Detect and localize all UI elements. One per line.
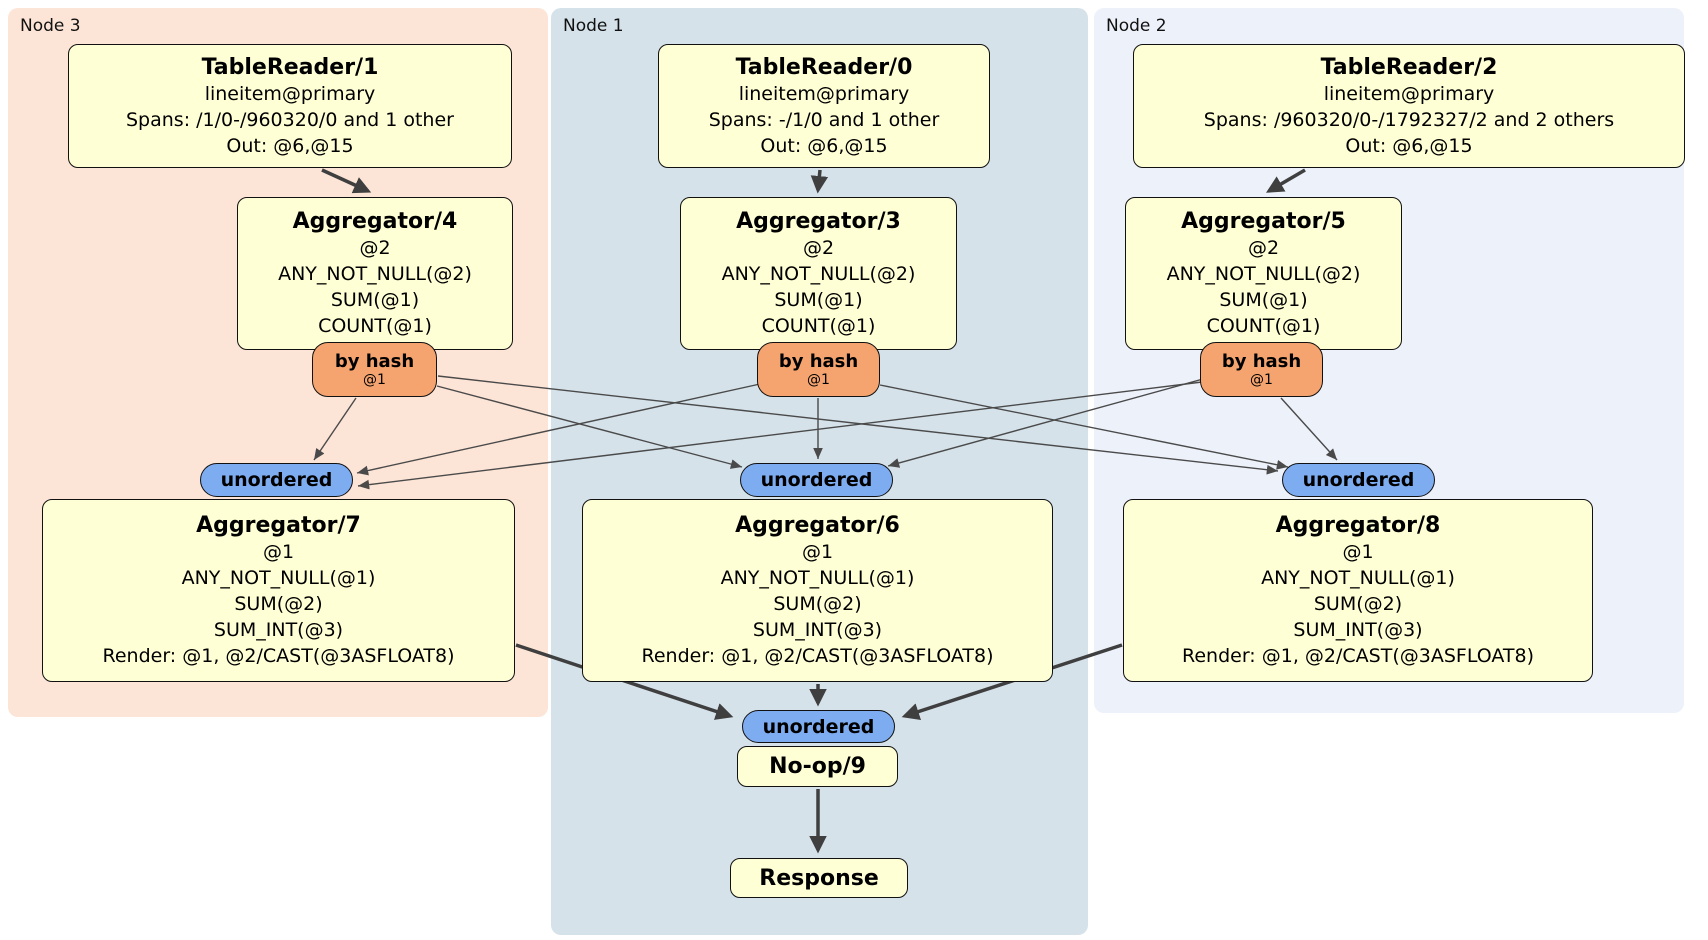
processor-detail: Spans: -/1/0 and 1 other (708, 108, 940, 131)
hash-router-node1: by hash @1 (757, 342, 880, 397)
router-label: by hash (334, 350, 415, 372)
processor-detail: SUM_INT(@3) (1293, 619, 1423, 641)
processor-title: Response (759, 865, 879, 891)
processor-title: Aggregator/6 (735, 513, 900, 538)
processor-detail: SUM(@1) (330, 289, 420, 311)
sync-label: unordered (760, 469, 873, 491)
unordered-sync-node2: unordered (1282, 463, 1435, 497)
processor-detail: @2 (802, 237, 835, 259)
processor-title: TableReader/2 (1320, 54, 1498, 80)
processor-noop-9: No-op/9 (737, 746, 898, 787)
processor-aggregator-6: Aggregator/6 @1 ANY_NOT_NULL(@1) SUM(@2)… (582, 499, 1053, 682)
processor-detail: Out: @6,@15 (1345, 134, 1473, 157)
processor-detail: ANY_NOT_NULL(@2) (721, 263, 916, 285)
processor-tablereader-1: TableReader/1 lineitem@primary Spans: /1… (68, 44, 512, 168)
router-key: @1 (363, 371, 386, 388)
processor-detail: SUM(@2) (773, 593, 862, 615)
processor-detail: COUNT(@1) (318, 315, 432, 337)
processor-detail: SUM_INT(@3) (752, 619, 883, 641)
processor-detail: lineitem@primary (738, 82, 910, 105)
processor-title: TableReader/0 (735, 54, 913, 80)
hash-router-node2: by hash @1 (1200, 342, 1323, 397)
processor-detail: Spans: /1/0-/960320/0 and 1 other (126, 108, 454, 131)
processor-detail: SUM(@2) (234, 593, 323, 615)
processor-title: Aggregator/5 (1181, 209, 1346, 234)
processor-title: Aggregator/8 (1275, 513, 1441, 538)
processor-detail: SUM(@1) (1219, 289, 1308, 311)
processor-aggregator-3: Aggregator/3 @2 ANY_NOT_NULL(@2) SUM(@1)… (680, 197, 957, 350)
unordered-sync-node1: unordered (740, 463, 893, 497)
processor-title: TableReader/1 (201, 54, 379, 80)
processor-detail: COUNT(@1) (1206, 315, 1321, 337)
processor-detail: @1 (1342, 541, 1374, 563)
node-3-label: Node 3 (20, 16, 81, 36)
sync-label: unordered (220, 469, 333, 491)
processor-title: No-op/9 (769, 754, 866, 779)
response-node: Response (730, 858, 908, 898)
processor-detail: @2 (359, 237, 391, 259)
processor-detail: lineitem@primary (1323, 82, 1495, 105)
router-label: by hash (778, 350, 859, 372)
processor-detail: @1 (801, 541, 834, 563)
sync-label: unordered (762, 715, 875, 738)
processor-detail: Render: @1, @2/CAST(@3ASFLOAT8) (641, 645, 994, 667)
processor-detail: Render: @1, @2/CAST(@3ASFLOAT8) (102, 645, 455, 667)
processor-detail: SUM(@1) (774, 289, 863, 311)
processor-aggregator-8: Aggregator/8 @1 ANY_NOT_NULL(@1) SUM(@2)… (1123, 499, 1593, 682)
router-label: by hash (1221, 350, 1302, 372)
processor-detail: ANY_NOT_NULL(@1) (181, 567, 376, 589)
sync-label: unordered (1302, 469, 1415, 491)
processor-detail: @1 (262, 541, 295, 563)
processor-detail: ANY_NOT_NULL(@1) (1261, 567, 1455, 589)
processor-detail: @2 (1247, 237, 1280, 259)
processor-title: Aggregator/7 (196, 513, 361, 538)
processor-detail: lineitem@primary (204, 82, 376, 105)
processor-title: Aggregator/4 (292, 209, 458, 234)
unordered-sync-final: unordered (742, 710, 895, 743)
processor-detail: SUM_INT(@3) (213, 619, 344, 641)
node-2-label: Node 2 (1106, 16, 1167, 36)
processor-tablereader-0: TableReader/0 lineitem@primary Spans: -/… (658, 44, 990, 168)
processor-title: Aggregator/3 (736, 209, 901, 234)
processor-detail: COUNT(@1) (761, 315, 876, 337)
router-key: @1 (1250, 371, 1273, 388)
hash-router-node3: by hash @1 (312, 342, 437, 397)
processor-tablereader-2: TableReader/2 lineitem@primary Spans: /9… (1133, 44, 1685, 168)
processor-detail: Out: @6,@15 (760, 134, 888, 157)
node-1-label: Node 1 (563, 16, 624, 36)
processor-detail: ANY_NOT_NULL(@2) (278, 263, 472, 285)
processor-aggregator-7: Aggregator/7 @1 ANY_NOT_NULL(@1) SUM(@2)… (42, 499, 515, 682)
processor-detail: Out: @6,@15 (226, 134, 354, 157)
processor-detail: Spans: /960320/0-/1792327/2 and 2 others (1203, 108, 1615, 131)
processor-detail: ANY_NOT_NULL(@1) (720, 567, 915, 589)
processor-detail: ANY_NOT_NULL(@2) (1166, 263, 1361, 285)
processor-detail: SUM(@2) (1313, 593, 1403, 615)
router-key: @1 (807, 371, 830, 388)
processor-aggregator-4: Aggregator/4 @2 ANY_NOT_NULL(@2) SUM(@1)… (237, 197, 513, 350)
processor-detail: Render: @1, @2/CAST(@3ASFLOAT8) (1182, 645, 1534, 667)
unordered-sync-node3: unordered (200, 463, 353, 497)
processor-aggregator-5: Aggregator/5 @2 ANY_NOT_NULL(@2) SUM(@1)… (1125, 197, 1402, 350)
